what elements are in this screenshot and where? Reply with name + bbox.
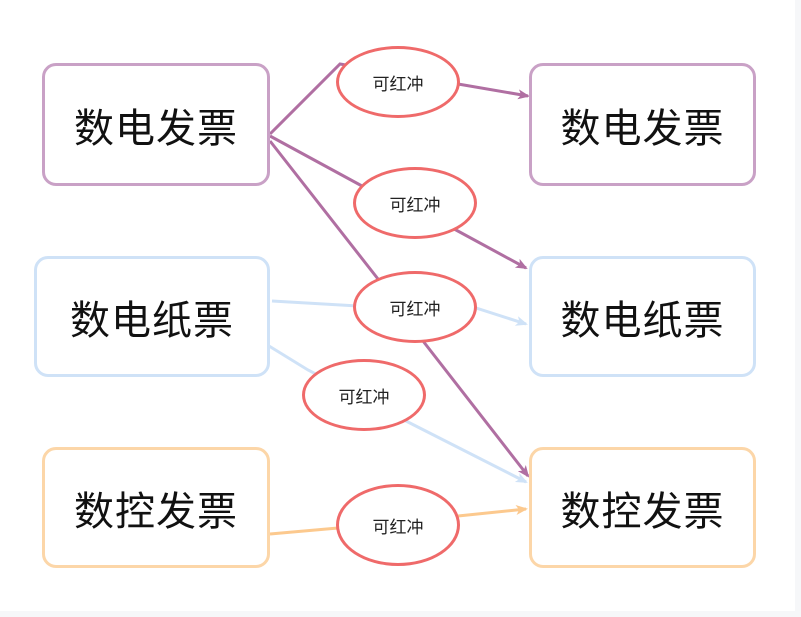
node-right-shukong-fapiao[interactable]: 数控发票: [529, 447, 756, 568]
edge-label-paper-p-to-paper-p: 可红冲: [353, 271, 477, 343]
node-right-shudian-fapiao[interactable]: 数电发票: [529, 63, 756, 186]
edge-label-paper-e-to-paper-e: 可红冲: [336, 46, 460, 118]
node-left-shudian-zhipiao[interactable]: 数电纸票: [34, 256, 270, 377]
node-right-shudian-zhipiao[interactable]: 数电纸票: [529, 256, 756, 377]
node-left-shudian-fapiao[interactable]: 数电发票: [42, 63, 270, 186]
edge-label-control-to-control: 可红冲: [336, 484, 460, 566]
node-left-shukong-fapiao[interactable]: 数控发票: [42, 447, 270, 568]
edge-label-paper-p-to-control: 可红冲: [302, 359, 426, 431]
edge-label-paper-e-to-paper-p: 可红冲: [353, 167, 477, 239]
